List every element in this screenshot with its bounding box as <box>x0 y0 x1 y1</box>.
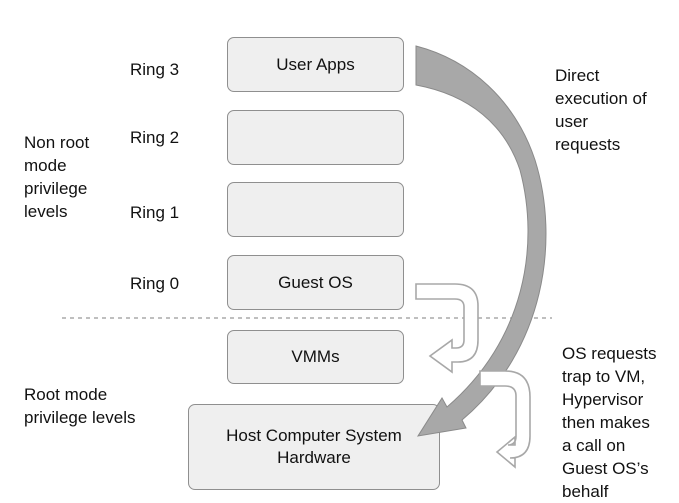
os-requests-line: a call on <box>562 436 626 455</box>
root-line: Root mode <box>24 385 108 404</box>
hypervisor-call-arrow <box>479 370 531 469</box>
root-line: privilege levels <box>24 408 136 427</box>
ring-2-label: Ring 2 <box>130 128 180 147</box>
os-requests-line: then makes <box>562 413 650 432</box>
host-hardware-box: Host Computer System Hardware <box>188 404 440 490</box>
direct-line: Direct <box>555 66 600 85</box>
non-root-line: privilege <box>24 179 88 198</box>
os-requests-line: behalf <box>562 482 609 501</box>
direct-line: user <box>555 112 589 131</box>
direct-execution-annotation: Direct execution of user requests <box>555 64 647 156</box>
direct-line: requests <box>555 135 621 154</box>
non-root-line: mode <box>24 156 67 175</box>
ring-1-label: Ring 1 <box>130 203 180 222</box>
ring-1-box <box>227 182 404 237</box>
os-requests-line: OS requests <box>562 344 657 363</box>
vmms-label: VMMs <box>291 347 340 366</box>
non-root-line: levels <box>24 202 68 221</box>
non-root-line: Non root <box>24 133 90 152</box>
host-hardware-label: Host Computer System Hardware <box>226 425 402 469</box>
guest-os-label: Guest OS <box>278 272 353 292</box>
direct-line: execution of <box>555 89 647 108</box>
trap-to-vmm-arrow <box>415 283 479 374</box>
os-requests-line: Guest OS’s <box>562 459 649 478</box>
vmms-box: VMMs <box>227 330 404 384</box>
user-apps-label: User Apps <box>276 54 355 74</box>
ring-2-box <box>227 110 404 165</box>
os-requests-line: Hypervisor <box>562 390 644 409</box>
user-apps-box: User Apps <box>227 37 404 92</box>
os-requests-annotation: OS requests trap to VM, Hypervisor then … <box>562 342 657 503</box>
host-line: Hardware <box>277 448 351 467</box>
guest-os-box: Guest OS <box>227 255 404 310</box>
root-mode-label: Root mode privilege levels <box>24 383 136 429</box>
ring-0-label: Ring 0 <box>130 274 180 293</box>
ring-3-label: Ring 3 <box>130 60 180 79</box>
host-line: Host Computer System <box>226 426 402 445</box>
os-requests-line: trap to VM, <box>562 367 646 386</box>
non-root-mode-label: Non root mode privilege levels <box>24 131 89 223</box>
direct-execution-arrow <box>415 45 547 437</box>
